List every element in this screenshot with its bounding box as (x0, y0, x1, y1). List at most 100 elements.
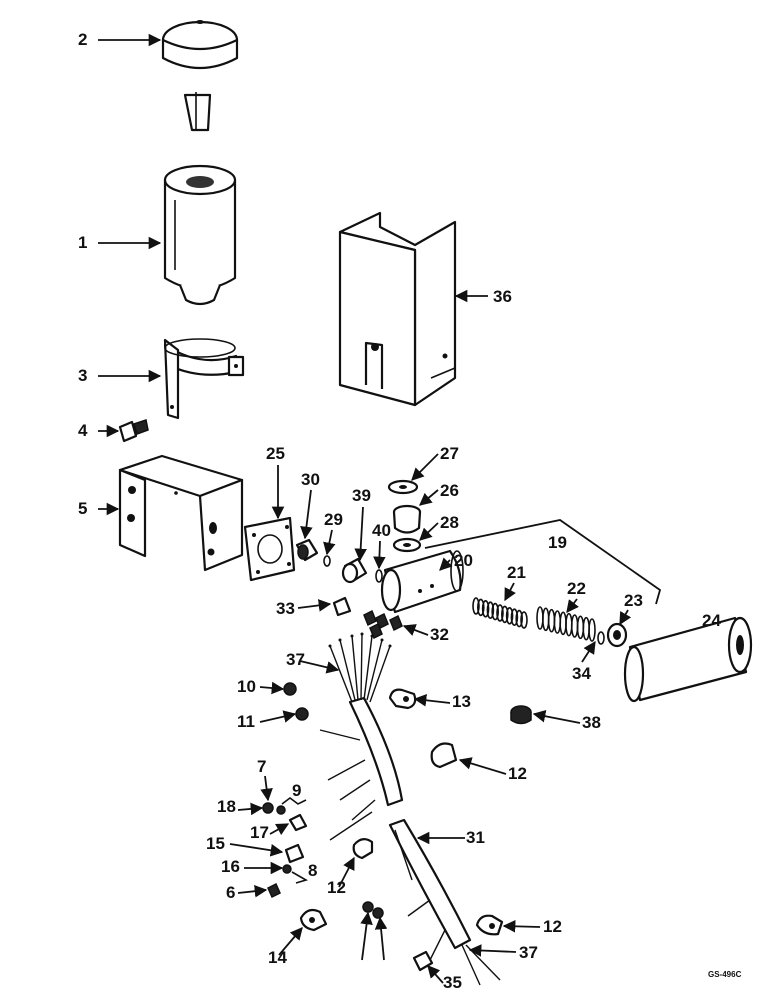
gasket-plate-part (243, 516, 296, 582)
leader-arrow (468, 944, 517, 957)
o-ring-part (375, 569, 383, 583)
leader-arrow (411, 453, 439, 481)
callout-9: 9 (292, 781, 301, 800)
callout-22: 22 (567, 579, 586, 598)
callout-labels: 1 2 3 4 5 6 7 8 9 10 11 12 12 12 13 14 1… (78, 30, 742, 992)
clip-part (475, 914, 504, 936)
cap-nut-part (510, 705, 532, 725)
callout-40: 40 (372, 521, 391, 540)
callout-34: 34 (572, 664, 591, 683)
plug-part (341, 557, 368, 584)
terminal-part (262, 797, 309, 899)
group-bracket (424, 519, 662, 605)
mounting-bracket-part (118, 454, 244, 572)
callout-35: 35 (443, 973, 462, 992)
leader-arrow (458, 757, 507, 775)
leader-arrow (354, 506, 367, 562)
leader-arrow (260, 775, 273, 802)
leader-arrow (237, 884, 268, 898)
callout-20: 20 (454, 551, 473, 570)
leader-arrow (504, 582, 516, 602)
callout-7: 7 (257, 757, 266, 776)
leader-arrow (413, 694, 451, 707)
callout-30: 30 (301, 470, 320, 489)
callout-38: 38 (582, 713, 601, 732)
leader-arrow (566, 598, 579, 613)
callout-18: 18 (217, 797, 236, 816)
o-ring-part (597, 631, 605, 645)
callout-23: 23 (624, 591, 643, 610)
leader-arrow (278, 927, 303, 956)
leader-arrow (259, 681, 285, 695)
leader-arrow (419, 489, 439, 506)
valve-cap-part (392, 504, 422, 534)
callout-19: 19 (548, 533, 567, 552)
screw-part (118, 419, 149, 443)
callout-33: 33 (276, 599, 295, 618)
callout-6: 6 (226, 883, 235, 902)
filter-canister-part (163, 164, 237, 306)
callout-10: 10 (237, 677, 256, 696)
leader-arrow (323, 529, 336, 556)
leader-arrow (374, 916, 388, 961)
washer-part (387, 479, 419, 495)
leader-arrow (427, 965, 444, 984)
callout-26: 26 (440, 481, 459, 500)
callout-29: 29 (324, 510, 343, 529)
callout-24: 24 (702, 611, 721, 630)
leader-arrow (532, 709, 581, 724)
leader-arrow (373, 540, 386, 570)
callout-3: 3 (78, 366, 87, 385)
retainer-part (606, 622, 628, 648)
callout-16: 16 (221, 857, 240, 876)
leader-arrow (439, 557, 453, 571)
leader-arrow (581, 640, 596, 663)
callout-27: 27 (440, 444, 459, 463)
leader-arrow (338, 856, 355, 888)
callout-1: 1 (78, 233, 87, 252)
callout-25: 25 (266, 444, 285, 463)
callout-13: 13 (452, 692, 471, 711)
callout-11: 11 (237, 712, 255, 731)
tube-part (623, 616, 753, 703)
wire-harness-part (319, 632, 501, 986)
clip-part (430, 742, 458, 769)
callout-32: 32 (430, 625, 449, 644)
callout-21: 21 (507, 563, 526, 582)
clamp-strap-part (163, 338, 245, 420)
callout-31: 31 (466, 828, 485, 847)
callout-leaders (98, 33, 662, 984)
spring-part (472, 597, 528, 629)
leader-arrow (297, 599, 332, 612)
clip-part (352, 838, 374, 860)
callout-15: 15 (206, 834, 225, 853)
callout-12: 12 (508, 764, 527, 783)
leader-arrow (619, 609, 632, 626)
leader-arrow (269, 823, 290, 836)
callout-37: 37 (286, 650, 305, 669)
clip-part (299, 908, 328, 932)
fitting-part (332, 596, 352, 617)
leader-arrow (300, 489, 313, 540)
figure-code: GS-496C (708, 970, 742, 979)
callout-8: 8 (308, 861, 317, 880)
leader-arrow (402, 624, 429, 636)
spring-part (536, 606, 596, 642)
callout-28: 28 (440, 513, 459, 532)
leader-arrow (259, 710, 297, 723)
washer-part (392, 537, 422, 553)
nut-part (283, 682, 384, 919)
leader-arrow (419, 522, 439, 541)
shield-part (338, 211, 457, 407)
callout-36: 36 (493, 287, 512, 306)
o-ring-part (323, 555, 331, 567)
callout-2: 2 (78, 30, 87, 49)
callout-4: 4 (78, 421, 88, 440)
fitting-part (295, 538, 319, 562)
callout-12: 12 (327, 878, 346, 897)
valve-body-part (380, 549, 464, 614)
leader-arrow (360, 911, 373, 961)
callout-14: 14 (268, 948, 287, 967)
callout-17: 17 (250, 823, 269, 842)
